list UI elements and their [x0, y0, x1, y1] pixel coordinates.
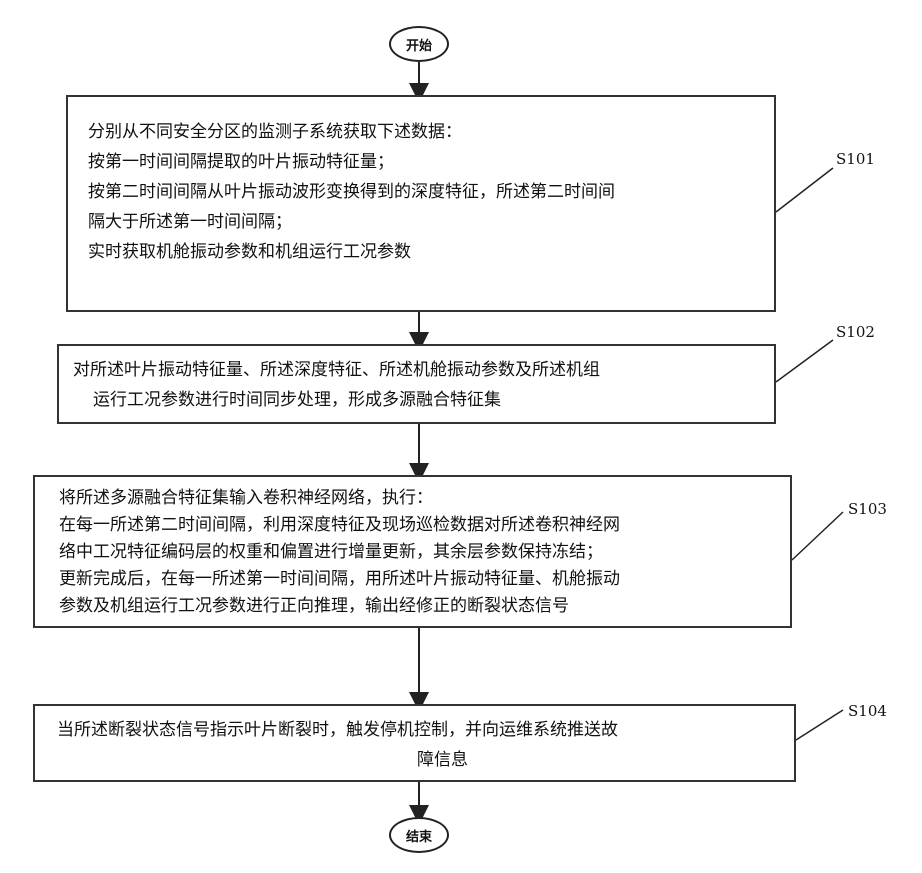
step-s101-line: 分别从不同安全分区的监测子系统获取下述数据： [88, 117, 774, 147]
step-s102-box: 对所述叶片振动特征量、所述深度特征、所述机舱振动参数及所述机组 运行工况参数进行… [57, 344, 776, 424]
step-s103-line: 参数及机组运行工况参数进行正向推理，输出经修正的断裂状态信号 [59, 593, 790, 620]
step-s102-label: S102 [836, 323, 875, 341]
leader-s102 [776, 340, 833, 382]
step-s103-label: S103 [848, 500, 887, 518]
step-s103-box: 将所述多源融合特征集输入卷积神经网络，执行： 在每一所述第二时间间隔，利用深度特… [33, 475, 792, 628]
end-terminal: 结束 [389, 817, 449, 853]
start-label: 开始 [406, 35, 432, 54]
step-s101-line: 隔大于所述第一时间间隔； [88, 207, 774, 237]
leader-s104 [796, 710, 843, 740]
step-s101-line: 按第一时间间隔提取的叶片振动特征量； [88, 147, 774, 177]
step-s101-line: 实时获取机舱振动参数和机组运行工况参数 [88, 237, 774, 267]
step-s103-line: 将所述多源融合特征集输入卷积神经网络，执行： [59, 485, 790, 512]
leader-s101 [776, 168, 833, 212]
step-s103-line: 更新完成后，在每一所述第一时间间隔，用所述叶片振动特征量、机舱振动 [59, 566, 790, 593]
step-s101-box: 分别从不同安全分区的监测子系统获取下述数据： 按第一时间间隔提取的叶片振动特征量… [66, 95, 776, 312]
start-terminal: 开始 [389, 26, 449, 62]
end-label: 结束 [406, 826, 432, 845]
step-s104-label: S104 [848, 702, 887, 720]
step-s101-label: S101 [836, 150, 875, 168]
step-s104-box: 当所述断裂状态信号指示叶片断裂时，触发停机控制，并向运维系统推送故 障信息 [33, 704, 796, 782]
step-s104-line: 障信息 [57, 745, 794, 775]
step-s103-line: 络中工况特征编码层的权重和偏置进行增量更新，其余层参数保持冻结； [59, 539, 790, 566]
step-s103-line: 在每一所述第二时间间隔，利用深度特征及现场巡检数据对所述卷积神经网 [59, 512, 790, 539]
step-s101-line: 按第二时间间隔从叶片振动波形变换得到的深度特征，所述第二时间间 [88, 177, 774, 207]
step-s102-line: 运行工况参数进行时间同步处理，形成多源融合特征集 [73, 385, 774, 415]
leader-s103 [792, 512, 843, 560]
step-s104-line: 当所述断裂状态信号指示叶片断裂时，触发停机控制，并向运维系统推送故 [57, 715, 794, 745]
step-s102-line: 对所述叶片振动特征量、所述深度特征、所述机舱振动参数及所述机组 [73, 355, 774, 385]
